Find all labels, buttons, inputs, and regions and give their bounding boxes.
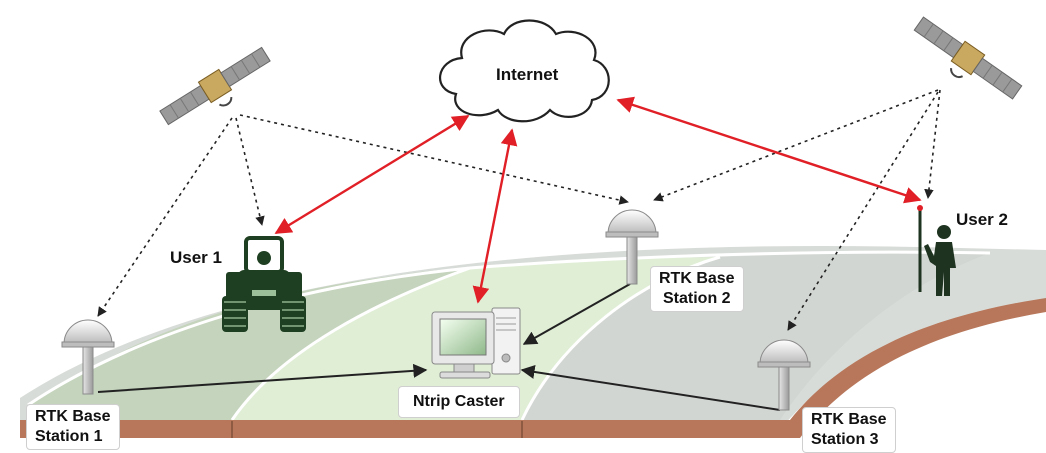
- computer-icon: [431, 307, 521, 379]
- caster-links: [97, 283, 781, 411]
- field-1: [28, 268, 470, 420]
- satellite-icon: [913, 16, 1023, 100]
- satellite-icon: [159, 46, 271, 126]
- ntrip-caster-label: Ntrip Caster: [398, 386, 520, 418]
- antenna-icon: [61, 319, 115, 395]
- base-station-2-line-1: RTK Base: [659, 270, 735, 287]
- base-station-3-line-1: RTK Base: [811, 411, 887, 428]
- internet-links: [274, 96, 922, 304]
- base-station-3-line-2: Station 3: [811, 431, 879, 448]
- soil-edge: [20, 298, 1046, 438]
- internet-label: Internet: [496, 65, 559, 84]
- tractor-icon: [222, 236, 306, 332]
- antenna-icon: [605, 209, 659, 285]
- cloud-icon: [438, 19, 610, 123]
- person-icon: [917, 205, 956, 296]
- base-station-1-label: RTK Base Station 1: [26, 404, 120, 450]
- base-station-1-line-2: Station 1: [35, 428, 103, 445]
- user-1-label: User 1: [170, 248, 222, 267]
- antenna-icon: [757, 339, 811, 411]
- base-station-2-label: RTK Base Station 2: [650, 266, 744, 312]
- user-2-label: User 2: [956, 210, 1008, 229]
- base-station-1-line-1: RTK Base: [35, 408, 111, 425]
- base-station-3-label: RTK Base Station 3: [802, 407, 896, 453]
- base-station-2-line-2: Station 2: [663, 290, 731, 307]
